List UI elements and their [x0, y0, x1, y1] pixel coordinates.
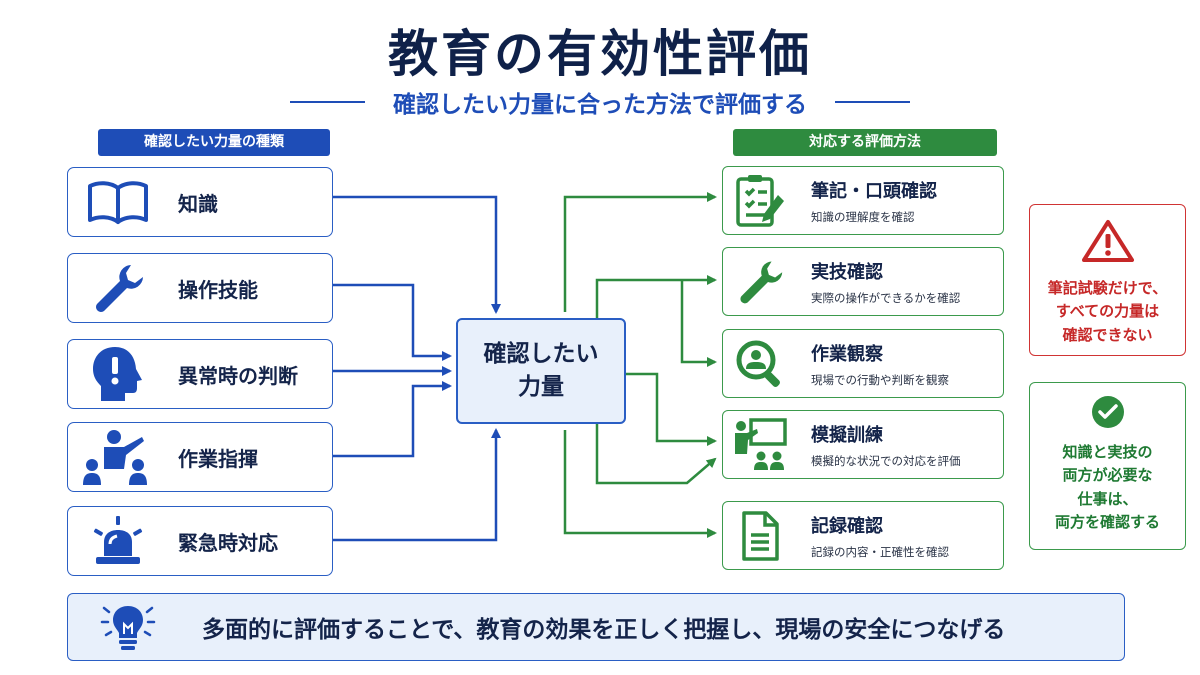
- arrow-written: [563, 192, 717, 312]
- method-box-observation: 作業観察 現場での行動や判断を観察: [722, 329, 1004, 398]
- center-target-box: 確認したい 力量: [456, 318, 626, 424]
- method-desc-simulation: 模擬的な状況での対応を評価: [811, 453, 961, 468]
- method-desc-practical: 実際の操作ができるかを確認: [811, 290, 961, 305]
- method-desc-observation: 現場での行動や判断を観察: [811, 372, 949, 387]
- wrench-icon: [723, 248, 797, 315]
- page-title: 教育の有効性評価: [388, 25, 812, 83]
- arrow-practical: [595, 275, 717, 318]
- method-title-written: 筆記・口頭確認: [811, 180, 937, 202]
- method-box-simulation: 模擬訓練 模擬的な状況での対応を評価: [722, 410, 1004, 479]
- skill-box-judgment: 異常時の判断: [67, 339, 333, 409]
- skill-label-knowledge: 知識: [178, 191, 218, 216]
- method-box-records: 記録確認 記録の内容・正確性を確認: [722, 501, 1004, 570]
- skills-section-label: 確認したい力量の種類: [98, 129, 330, 156]
- method-desc-written: 知識の理解度を確認: [811, 209, 915, 224]
- page-subtitle: 確認したい力量に合った方法で評価する: [393, 92, 807, 118]
- center-label-line1: 確認したい: [483, 340, 599, 367]
- warning-triangle-icon: [1081, 219, 1134, 267]
- arrow-operation: [333, 283, 452, 361]
- arrow-simulation-lower: [595, 424, 717, 485]
- skill-label-direction: 作業指揮: [178, 446, 258, 471]
- recommendation-text: 知識と実技の 両方が必要な 仕事は、 両方を確認する: [1054, 443, 1160, 531]
- conclusion-text: 多面的に評価することで、教育の効果を正しく把握し、現場の安全につなげる: [202, 617, 1006, 643]
- method-box-practical: 実技確認 実際の操作ができるかを確認: [722, 247, 1004, 316]
- subtitle-divider-right: [835, 101, 910, 103]
- head-exclamation-icon: [68, 340, 168, 408]
- arrow-knowledge: [333, 195, 501, 314]
- warning-note: 筆記試験だけで、 すべての力量は 確認できない: [1029, 204, 1186, 356]
- arrow-observation: [680, 280, 717, 367]
- skill-label-emergency: 緊急時対応: [178, 530, 278, 555]
- skill-box-operation: 操作技能: [67, 253, 333, 323]
- magnifier-person-icon: [723, 330, 797, 397]
- skill-label-judgment: 異常時の判断: [178, 363, 298, 388]
- recommendation-note: 知識と実技の 両方が必要な 仕事は、 両方を確認する: [1029, 382, 1186, 550]
- method-title-simulation: 模擬訓練: [811, 424, 883, 446]
- method-title-observation: 作業観察: [811, 343, 883, 365]
- method-desc-records: 記録の内容・正確性を確認: [811, 544, 949, 559]
- skill-box-direction: 作業指揮: [67, 422, 333, 492]
- book-icon: [68, 168, 168, 236]
- method-title-records: 記録確認: [811, 515, 883, 537]
- method-title-practical: 実技確認: [811, 261, 883, 283]
- siren-icon: [68, 507, 168, 575]
- arrow-direction: [333, 381, 452, 458]
- lightbulb-icon: [68, 594, 188, 660]
- skill-box-knowledge: 知識: [67, 167, 333, 237]
- warning-text: 筆記試験だけで、 すべての力量は 確認できない: [1047, 279, 1168, 344]
- wrench-icon: [68, 254, 168, 322]
- arrow-simulation: [626, 372, 717, 446]
- center-label-line2: 力量: [518, 374, 564, 400]
- arrow-emergency: [333, 428, 501, 542]
- instructor-icon: [68, 423, 168, 491]
- checklist-icon: [723, 167, 797, 234]
- conclusion-banner: 多面的に評価することで、教育の効果を正しく把握し、現場の安全につなげる: [67, 593, 1125, 661]
- document-icon: [723, 502, 797, 569]
- skill-box-emergency: 緊急時対応: [67, 506, 333, 576]
- check-circle-icon: [1091, 395, 1125, 433]
- training-board-icon: [723, 411, 797, 478]
- methods-section-label: 対応する評価方法: [733, 129, 997, 156]
- subtitle-divider-left: [290, 101, 365, 103]
- method-box-written: 筆記・口頭確認 知識の理解度を確認: [722, 166, 1004, 235]
- skill-label-operation: 操作技能: [178, 277, 258, 302]
- subtitle-row: 確認したい力量に合った方法で評価する: [0, 86, 1200, 118]
- arrow-records: [563, 430, 717, 538]
